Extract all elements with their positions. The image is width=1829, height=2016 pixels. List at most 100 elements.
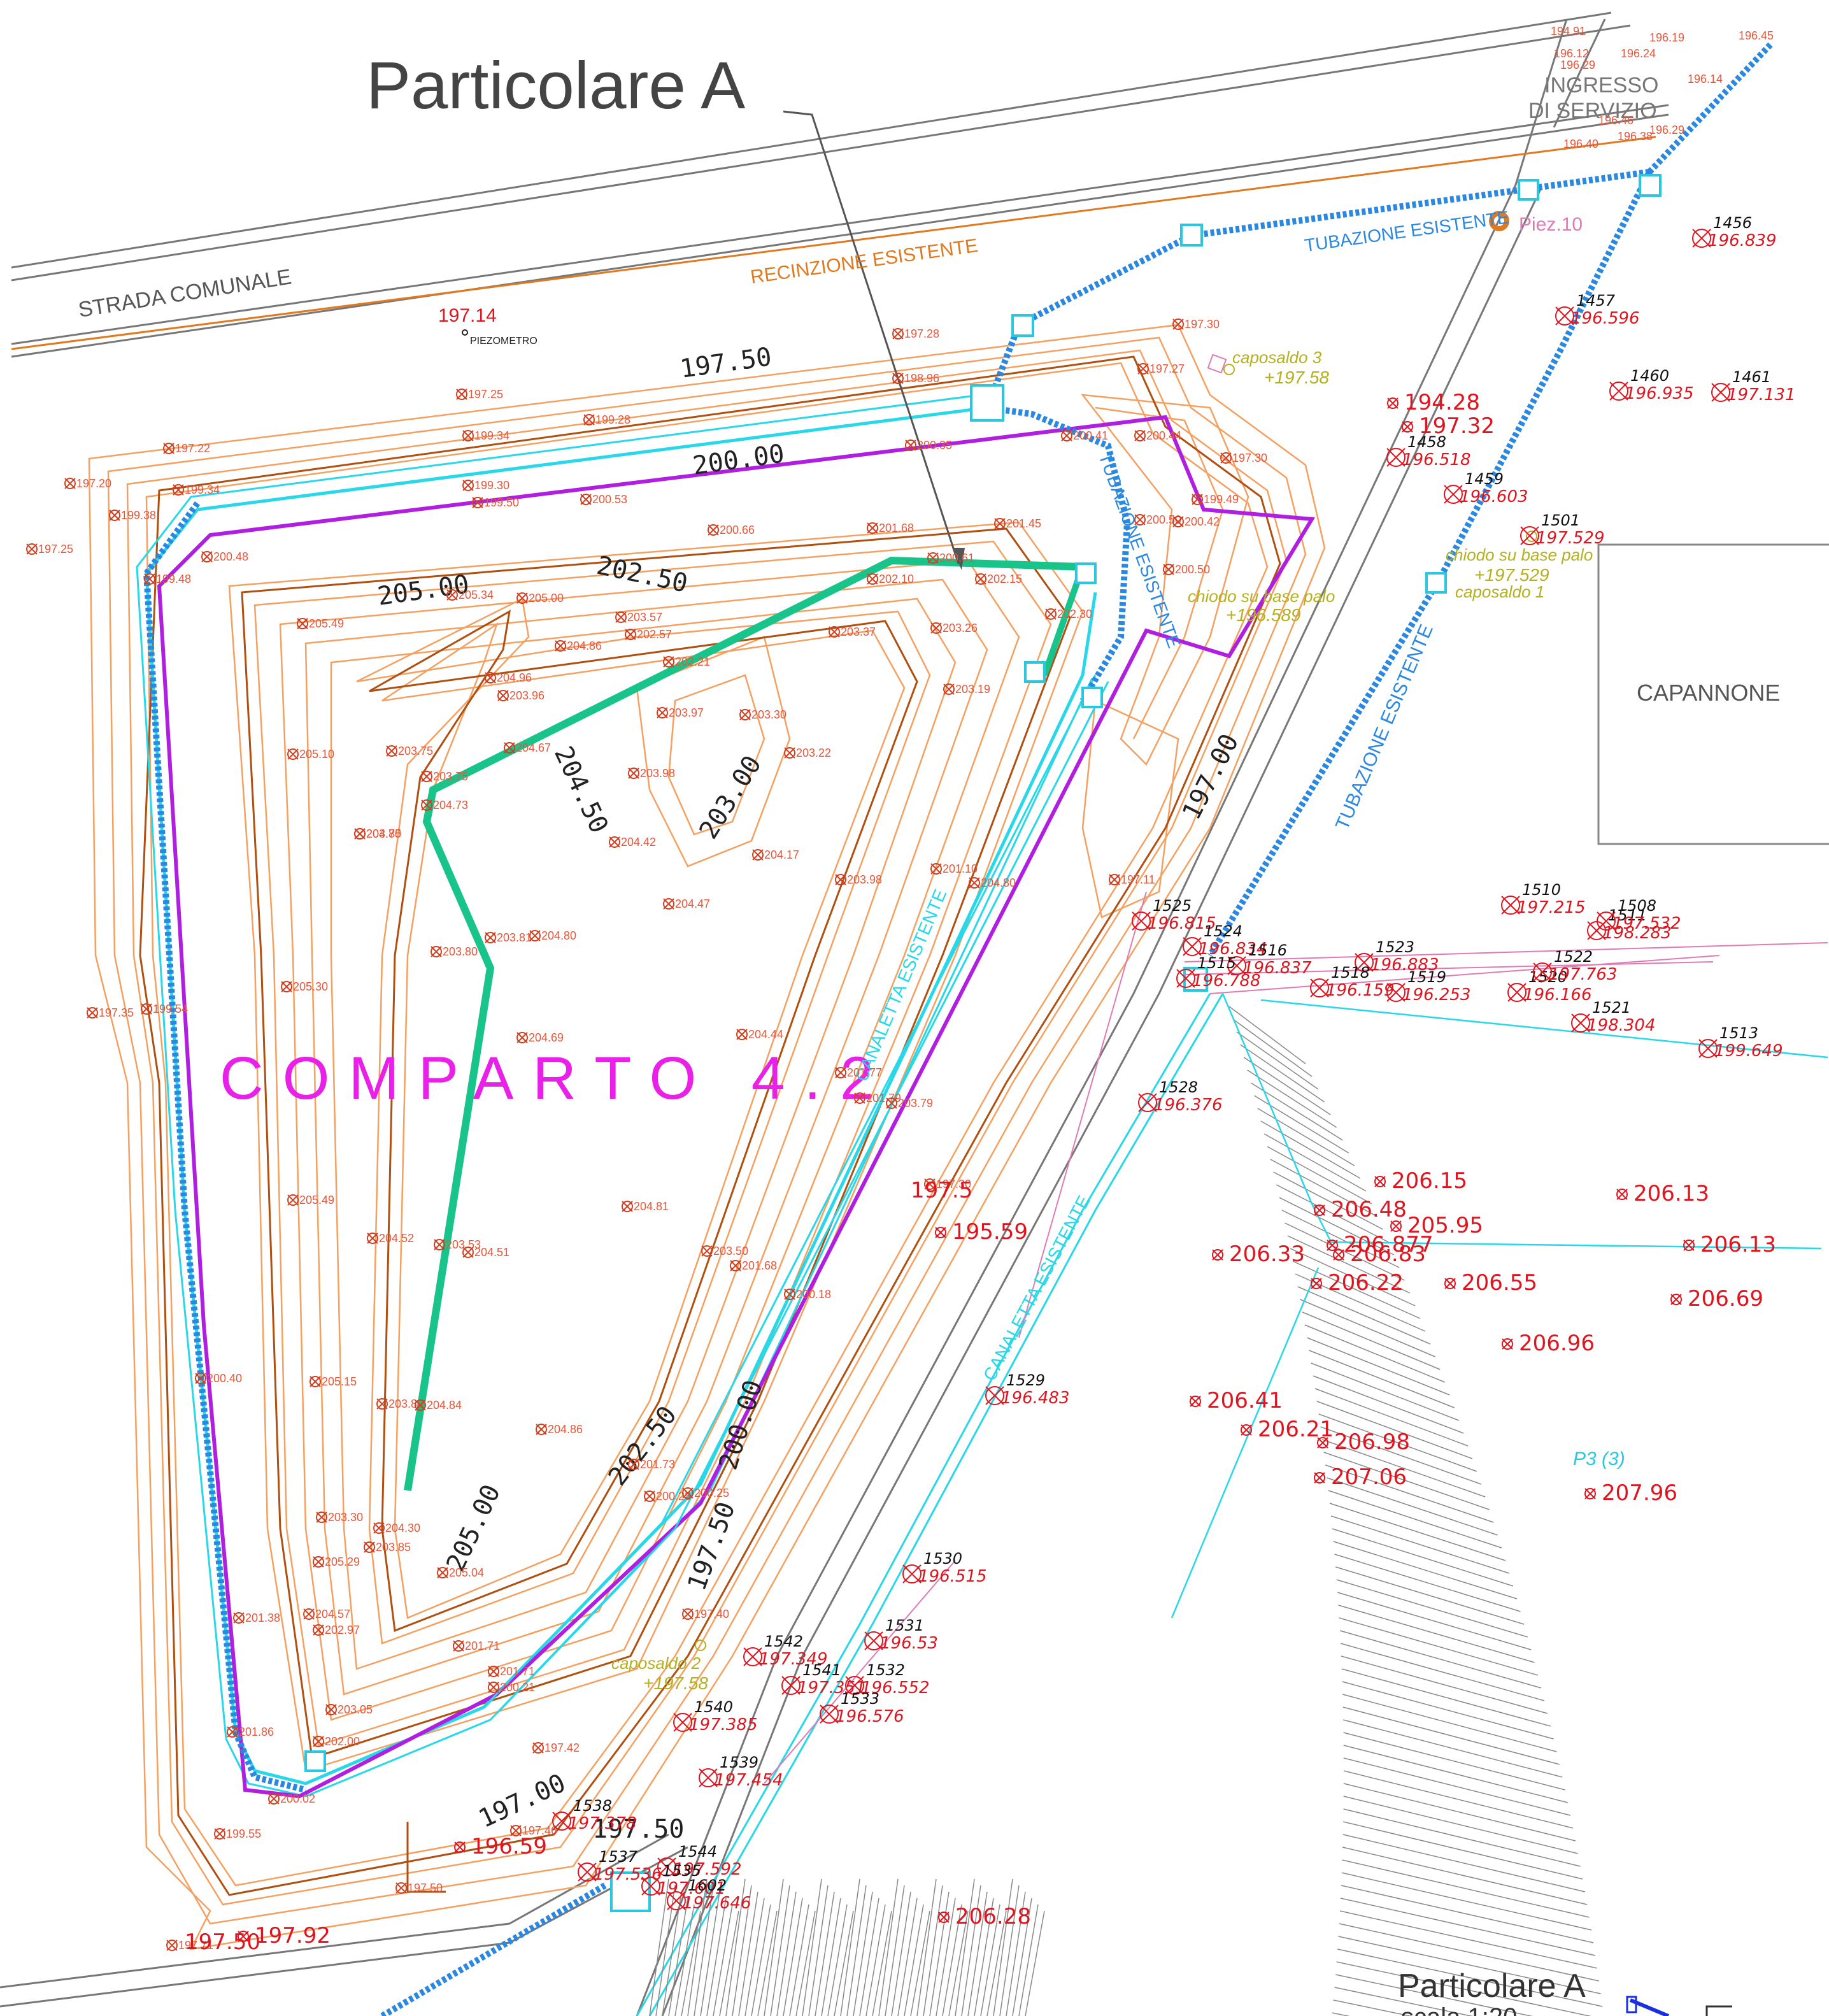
hatch-line xyxy=(789,1904,809,2016)
hatch-line xyxy=(1025,1910,1045,2016)
right-height-labels: 206.15206.48205.95206.13206.13206.33206.… xyxy=(185,390,1776,1955)
survey-marker xyxy=(431,946,442,957)
survey-marker xyxy=(892,373,904,384)
survey-marker-cross xyxy=(1317,1437,1328,1448)
survey-marker-cross xyxy=(163,443,174,454)
hatch-line xyxy=(923,1885,943,2016)
spot-height: 200.35 xyxy=(917,439,952,452)
survey-marker-cross xyxy=(64,478,76,489)
spot-height: 201.77 xyxy=(847,1066,882,1079)
contour-label: 197.50 xyxy=(678,342,773,384)
survey-marker-cross xyxy=(287,748,299,760)
hatch-line xyxy=(1292,1261,1421,1319)
hatch-line xyxy=(1339,1910,1598,1969)
survey-point-elevation: 197.592 xyxy=(673,1860,742,1879)
spot-height: 205.49 xyxy=(299,1194,334,1206)
survey-marker-cross xyxy=(1390,1220,1402,1232)
hatch-line xyxy=(1337,1592,1532,1650)
survey-marker-cross xyxy=(1444,1278,1456,1289)
survey-point-id: 1522 xyxy=(1554,948,1593,966)
survey-marker-cross xyxy=(201,551,213,562)
survey-marker xyxy=(415,1399,426,1411)
survey-point-id: 1539 xyxy=(720,1754,758,1771)
hatch-line xyxy=(662,1891,682,2016)
survey-marker xyxy=(166,1940,178,1951)
pipe-nodes xyxy=(304,174,1662,1912)
survey-marker-cross xyxy=(628,1459,639,1470)
survey-marker-cross xyxy=(1333,1249,1344,1261)
hatch-line xyxy=(891,1891,911,2016)
service-entrance-label-1: INGRESSO xyxy=(1544,73,1658,97)
hatch-line xyxy=(942,1904,962,2016)
spot-height: 203.37 xyxy=(841,626,876,638)
survey-points: 1456196.8391457196.5961460196.9351461197… xyxy=(552,214,1796,1913)
survey-marker-cross xyxy=(580,494,592,505)
hatch-line xyxy=(783,1898,803,2016)
survey-marker-cross xyxy=(238,1931,249,1942)
survey-marker xyxy=(227,1726,238,1738)
benchmark-2-name: caposaldo 2 xyxy=(611,1654,701,1673)
survey-marker-cross xyxy=(892,328,904,340)
survey-marker xyxy=(287,748,299,760)
survey-marker-cross xyxy=(516,1032,528,1043)
survey-marker xyxy=(303,1608,315,1620)
survey-marker xyxy=(1390,1220,1402,1232)
spot-height: 200.02 xyxy=(280,1792,315,1805)
survey-marker xyxy=(510,1825,522,1836)
survey-marker-cross xyxy=(829,626,840,638)
survey-marker-cross xyxy=(144,573,155,585)
survey-marker-cross xyxy=(845,1676,864,1695)
hatch-line xyxy=(706,1898,727,2016)
survey-marker-cross xyxy=(1134,430,1146,441)
survey-marker xyxy=(1609,382,1628,401)
spot-height: 203.80 xyxy=(443,945,478,958)
capannone-label: CAPANNONE xyxy=(1637,680,1780,706)
survey-marker-cross xyxy=(1314,1205,1325,1216)
survey-marker xyxy=(743,1647,762,1666)
survey-marker xyxy=(1571,1013,1590,1033)
spot-height: 199.38 xyxy=(121,509,156,522)
spot-height: 203.98 xyxy=(640,767,675,780)
spot-height: 200.41 xyxy=(1073,429,1108,442)
survey-marker xyxy=(829,626,840,638)
spot-height: 202.21 xyxy=(675,655,710,668)
survey-marker-cross xyxy=(1137,363,1149,375)
survey-marker xyxy=(367,1233,378,1244)
spot-height: 201.45 xyxy=(1006,517,1041,530)
area-label: COMPARTO 4.2 xyxy=(220,1045,893,1112)
hatch-line xyxy=(1332,1528,1514,1587)
height-label: 197.5 xyxy=(911,1178,972,1203)
survey-marker-cross xyxy=(663,898,674,910)
survey-marker xyxy=(1402,421,1413,433)
hatch-line xyxy=(948,1910,969,2016)
height-label: 196.12 xyxy=(1554,47,1589,60)
spot-height: 202.00 xyxy=(325,1735,360,1748)
survey-marker xyxy=(615,611,627,623)
survey-marker-cross xyxy=(699,1768,718,1787)
hatch-line xyxy=(1343,1796,1578,1854)
survey-marker-cross xyxy=(376,1398,388,1410)
hatch-line xyxy=(713,1904,733,2016)
hatch-line xyxy=(1328,1490,1502,1548)
hatch-line xyxy=(1285,1222,1405,1281)
survey-marker xyxy=(313,1624,324,1636)
spot-height: 202.30 xyxy=(1057,608,1092,620)
hatch-line xyxy=(980,1904,1000,2016)
survey-marker xyxy=(663,898,674,910)
hatch-line xyxy=(1343,1808,1581,1867)
survey-point-elevation: 197.763 xyxy=(1549,965,1618,984)
spot-height: 203.96 xyxy=(509,689,544,702)
hatch-line xyxy=(1232,1019,1313,1077)
survey-marker-cross xyxy=(1555,306,1574,325)
survey-marker-cross xyxy=(938,1912,950,1923)
height-label: 206.15 xyxy=(1391,1168,1467,1194)
height-label: 196.38 xyxy=(1618,130,1653,143)
hatch-line xyxy=(1341,1885,1594,1943)
survey-marker xyxy=(1310,978,1329,997)
survey-marker-cross xyxy=(386,745,397,757)
survey-marker-cross xyxy=(1220,452,1232,464)
survey-marker-cross xyxy=(26,543,38,555)
spot-height: 197.11 xyxy=(1121,873,1155,886)
piezometro-label: PIEZOMETRO xyxy=(470,336,537,347)
survey-marker-cross xyxy=(1520,526,1539,545)
